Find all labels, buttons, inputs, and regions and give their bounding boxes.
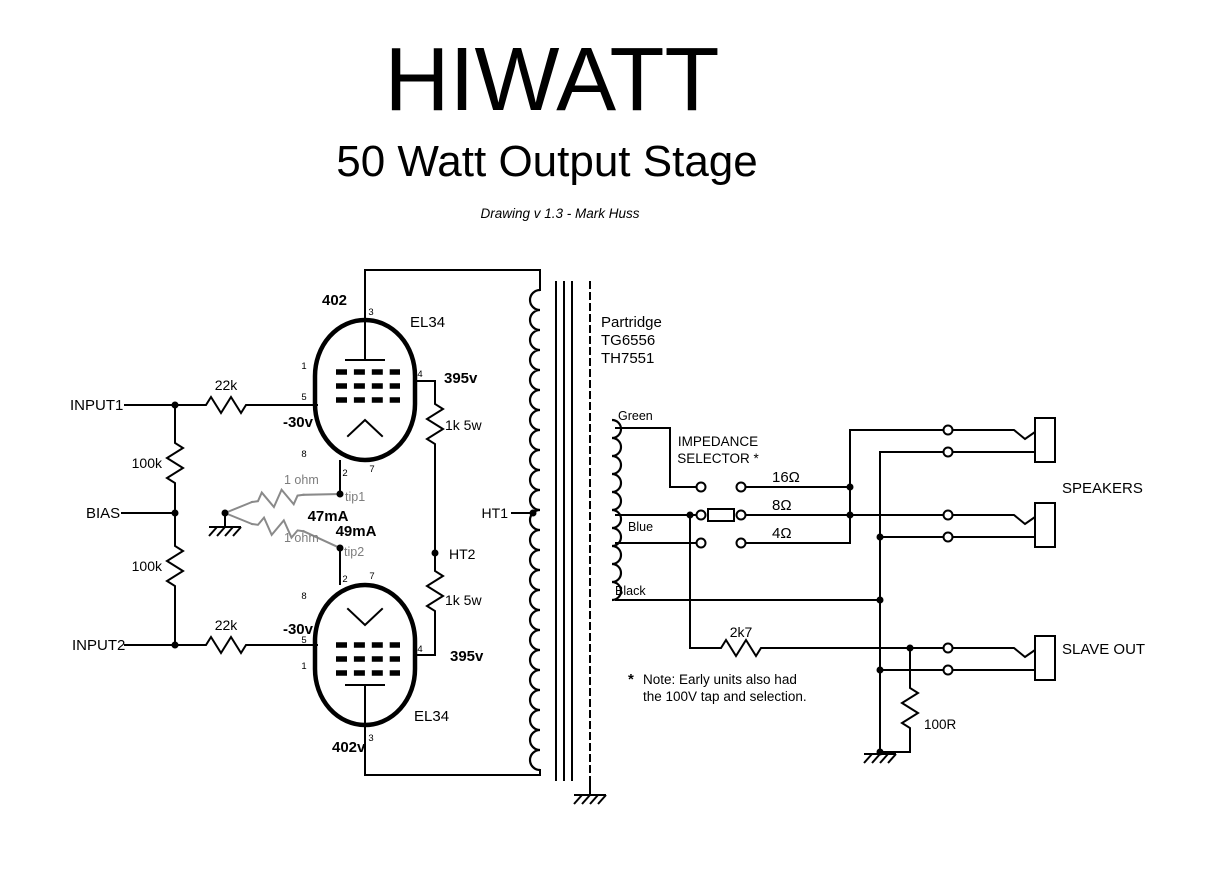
selector-title-line2: SELECTOR *: [677, 451, 759, 466]
tube2-type-label: EL34: [414, 708, 449, 725]
secondary-black-label: Black: [615, 584, 646, 598]
resistor-100r: [901, 681, 919, 735]
secondary-winding: [611, 418, 623, 602]
page-subtitle: 50 Watt Output Stage: [336, 137, 758, 186]
resistor-22k-input2: [199, 636, 253, 654]
cathode-current-v2: 49mA: [336, 523, 377, 540]
tube1-pin4-number: 4: [417, 369, 422, 380]
footnote: * Note: Early units also had the 100V ta…: [628, 671, 807, 704]
selector-contact-right-4: [735, 537, 747, 549]
resistor-2k7-label: 2k7: [730, 624, 753, 640]
resistor-1k5w-bottom: [426, 564, 444, 618]
tube2-pin2-number: 2: [342, 574, 347, 585]
tip1-label: tip1: [345, 490, 365, 504]
resistor-1ohm-top-label: 1 ohm: [284, 473, 319, 487]
page-title: HIWATT: [385, 30, 720, 130]
input2-label: INPUT2: [72, 637, 125, 654]
secondary-green-label: Green: [618, 409, 653, 423]
selector-title-line1: IMPEDANCE: [678, 434, 758, 449]
resistor-1ohm-top: [249, 485, 306, 511]
speaker-jack-1: [942, 417, 1056, 463]
input-bias-network: INPUT1 BIAS INPUT2 22k 22k 100k 100k: [70, 377, 318, 654]
tube1-type-label: EL34: [410, 314, 445, 331]
transformer-model1-label: TG6556: [601, 332, 655, 349]
speaker-jack-2: [942, 502, 1056, 548]
plate-voltage-v1: 402: [322, 292, 347, 309]
tube1-pin5-number: 5: [301, 392, 306, 403]
tube1-pin2-number: 2: [342, 468, 347, 479]
screen-resistor-chain: 1k 5w 1k 5w HT2: [414, 380, 482, 656]
selector-contact-right-8: [735, 509, 747, 521]
resistor-2k7: [714, 639, 768, 657]
resistor-100k-top-label: 100k: [132, 455, 163, 471]
footnote-line1: Note: Early units also had: [643, 672, 797, 687]
output-transformer: HT1 Partridge TG6556 TH7551 Green Blue B…: [364, 269, 662, 805]
ht1-label: HT1: [482, 505, 509, 521]
resistor-100r-label: 100R: [924, 717, 957, 732]
resistor-22k-input1-label: 22k: [215, 377, 239, 393]
slave-out-label: SLAVE OUT: [1062, 641, 1145, 658]
screen-voltage-v1: 395v: [444, 370, 478, 387]
resistor-22k-input1: [199, 396, 253, 414]
slave-out-jack: [942, 635, 1056, 681]
selector-contact-left-8: [695, 509, 707, 521]
resistor-1ohm-bottom-label: 1 ohm: [284, 531, 319, 545]
tube1-el34: 3 1 5 4 8 2 7 402 EL34 -30v 395v: [283, 269, 478, 479]
resistor-100k-top: [166, 436, 184, 490]
tube2-pin7-number: 7: [369, 571, 374, 582]
tube1-pin3-number: 3: [368, 307, 373, 318]
transformer-model2-label: TH7551: [601, 350, 654, 367]
resistor-1k5w-top-label: 1k 5w: [445, 417, 482, 433]
tube2-pin5-number: 5: [301, 635, 306, 646]
grid-voltage-v1: -30v: [283, 414, 314, 431]
ground-symbol-transformer: [573, 794, 607, 805]
tube1-pin7-number: 7: [369, 464, 374, 475]
selector-contact-left-4: [695, 537, 707, 549]
tube2-el34: 8 5 1 4 7 2 3 402v EL34 -30v 395v: [283, 571, 484, 776]
speakers-label: SPEAKERS: [1062, 480, 1143, 497]
footnote-line2: the 100V tap and selection.: [643, 689, 807, 704]
tap-4-ohm-label: 4Ω: [772, 525, 792, 542]
tube2-pin4-number: 4: [417, 644, 422, 655]
tap-8-ohm-label: 8Ω: [772, 497, 792, 514]
selector-link: [707, 508, 735, 522]
secondary-blue-label: Blue: [628, 520, 653, 534]
header: HIWATT 50 Watt Output Stage Drawing v 1.…: [336, 30, 758, 221]
resistor-1k5w-bottom-label: 1k 5w: [445, 592, 482, 608]
tip2-label: tip2: [344, 545, 364, 559]
input1-label: INPUT1: [70, 397, 123, 414]
tube2-pin3-number: 3: [368, 733, 373, 744]
transformer-brand-label: Partridge: [601, 314, 662, 331]
tube2-pin1-number: 1: [301, 661, 306, 672]
tube1-pin8-number: 8: [301, 449, 306, 460]
selector-contact-right-16: [735, 481, 747, 493]
plate-voltage-v2: 402v: [332, 739, 366, 756]
output-section: 2k7 100R SPEAKERS SLAVE OUT: [615, 417, 1145, 764]
ht2-label: HT2: [449, 546, 476, 562]
cathode-network: 1 ohm 1 ohm tip1 tip2 47mA 49mA: [208, 460, 377, 585]
tap-16-ohm-label: 16Ω: [772, 469, 800, 486]
resistor-22k-input2-label: 22k: [215, 617, 239, 633]
grid-voltage-v2: -30v: [283, 621, 314, 638]
screen-voltage-v2: 395v: [450, 648, 484, 665]
resistor-1k5w-top: [426, 397, 444, 451]
impedance-selector: IMPEDANCE SELECTOR * 16Ω 8Ω 4Ω: [615, 427, 944, 549]
resistor-100k-bottom-label: 100k: [132, 558, 163, 574]
tube1-pin1-number: 1: [301, 361, 306, 372]
cathode-current-v1: 47mA: [308, 508, 349, 525]
resistor-100k-bottom: [166, 539, 184, 593]
ground-symbol-bias: [208, 526, 242, 537]
drawing-credit: Drawing v 1.3 - Mark Huss: [480, 206, 639, 221]
footnote-asterisk: *: [628, 671, 634, 688]
bias-label: BIAS: [86, 505, 120, 522]
tube2-pin8-number: 8: [301, 591, 306, 602]
primary-winding: [528, 288, 541, 772]
selector-contact-left-16: [695, 481, 707, 493]
ground-symbol-output: [863, 753, 897, 764]
